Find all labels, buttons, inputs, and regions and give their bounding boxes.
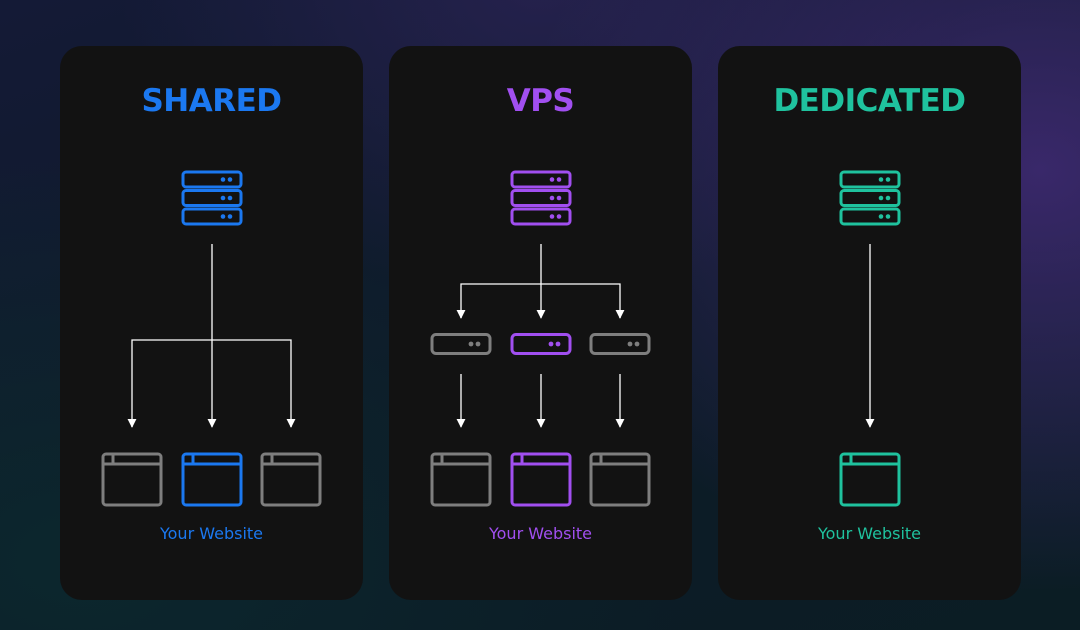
virtual-server-icon [510,333,572,355]
branch-line [131,339,292,427]
browser-window-icon [510,452,572,507]
plan-title: SHARED [141,83,282,119]
plan-title: DEDICATED [773,83,966,119]
shared-plan-card: SHARED Your Website [60,46,363,600]
vps-hosting-diagram [430,170,651,507]
browser-window-icon [181,452,243,507]
browser-window-icon [589,452,651,507]
server-icon [181,170,243,226]
website-caption: Your Website [488,524,593,543]
virtual-server-icon [430,333,492,355]
server-icon [839,170,901,226]
browser-window-icon [101,452,163,507]
website-caption: Your Website [159,524,264,543]
connector-lines [456,244,625,428]
plan-title: VPS [506,83,575,119]
browser-window-icon [430,452,492,507]
branch-line [460,283,621,318]
shared-hosting-diagram [101,170,322,507]
browser-window-icon [839,452,901,507]
dedicated-hosting-diagram [839,170,901,507]
server-icon [510,170,572,226]
dedicated-plan-card: DEDICATED Your Website [718,46,1021,600]
browser-window-icon [260,452,322,507]
website-caption: Your Website [817,524,922,543]
vps-plan-card: VPS Your Website [389,46,692,600]
virtual-server-icon [589,333,651,355]
connector-lines [127,244,296,428]
